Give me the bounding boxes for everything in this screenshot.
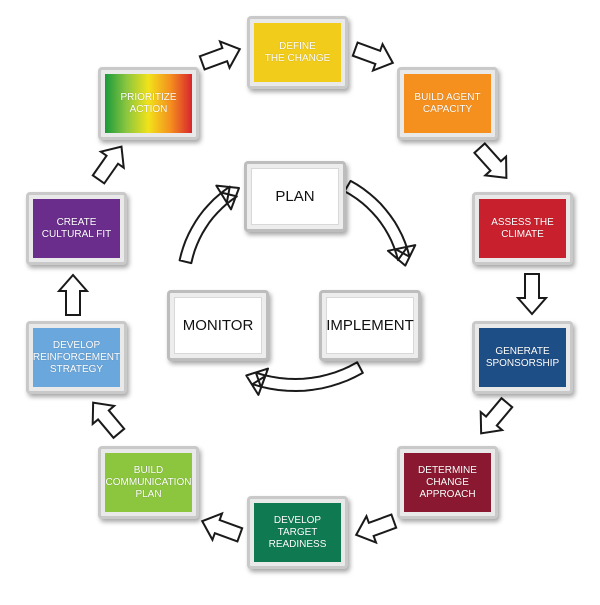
- step-build-communication-plan-label: BUILD COMMUNICATION PLAN: [105, 453, 192, 512]
- step-determine-change-approach-label: DETERMINE CHANGE APPROACH: [404, 453, 491, 512]
- arrow-assess-to-sponsorship: [515, 273, 549, 316]
- step-create-cultural-fit: CREATE CULTURAL FIT: [26, 192, 127, 265]
- arrow-readiness-to-communication: [200, 511, 244, 543]
- step-build-agent-capacity-label: BUILD AGENT CAPACITY: [404, 74, 491, 133]
- arrow-define-to-build-agent: [351, 41, 395, 73]
- arrow-approach-to-readiness: [354, 513, 398, 545]
- step-create-cultural-fit-label: CREATE CULTURAL FIT: [33, 199, 120, 258]
- step-build-agent-capacity: BUILD AGENT CAPACITY: [397, 67, 498, 140]
- step-define-the-change-label: DEFINE THE CHANGE: [254, 23, 341, 82]
- arrow-plan-to-implement: [343, 179, 417, 267]
- step-prioritize-action: PRIORITIZE ACTION: [98, 67, 199, 140]
- inner-step-monitor-label: MONITOR: [174, 297, 262, 354]
- arrow-cultural-to-prioritize: [91, 145, 125, 185]
- inner-step-implement: IMPLEMENT: [319, 290, 421, 361]
- step-prioritize-action-label: PRIORITIZE ACTION: [105, 74, 192, 133]
- step-develop-reinforcement-strategy: DEVELOP REINFORCEMENT STRATEGY: [26, 321, 127, 394]
- inner-step-implement-label: IMPLEMENT: [326, 297, 414, 354]
- arrow-monitor-to-plan: [178, 184, 240, 265]
- step-assess-the-climate: ASSESS THE CLIMATE: [472, 192, 573, 265]
- arrow-implement-to-monitor: [245, 361, 364, 396]
- step-assess-the-climate-label: ASSESS THE CLIMATE: [479, 199, 566, 258]
- step-develop-target-readiness: DEVELOP TARGET READINESS: [247, 496, 348, 569]
- inner-step-monitor: MONITOR: [167, 290, 269, 361]
- step-develop-target-readiness-label: DEVELOP TARGET READINESS: [254, 503, 341, 562]
- step-generate-sponsorship-label: GENERATE SPONSORSHIP: [479, 328, 566, 387]
- inner-step-plan: PLAN: [244, 161, 346, 232]
- arrow-communication-to-reinforcement: [91, 401, 126, 440]
- arrow-prioritize-to-define: [198, 39, 242, 71]
- arrow-reinforcement-to-cultural: [56, 273, 90, 316]
- step-generate-sponsorship: GENERATE SPONSORSHIP: [472, 321, 573, 394]
- inner-step-plan-label: PLAN: [251, 168, 339, 225]
- arrow-sponsorship-to-approach: [479, 396, 514, 435]
- step-determine-change-approach: DETERMINE CHANGE APPROACH: [397, 446, 498, 519]
- step-define-the-change: DEFINE THE CHANGE: [247, 16, 348, 89]
- arrow-build-agent-to-assess: [473, 142, 508, 179]
- step-build-communication-plan: BUILD COMMUNICATION PLAN: [98, 446, 199, 519]
- step-develop-reinforcement-strategy-label: DEVELOP REINFORCEMENT STRATEGY: [33, 328, 120, 387]
